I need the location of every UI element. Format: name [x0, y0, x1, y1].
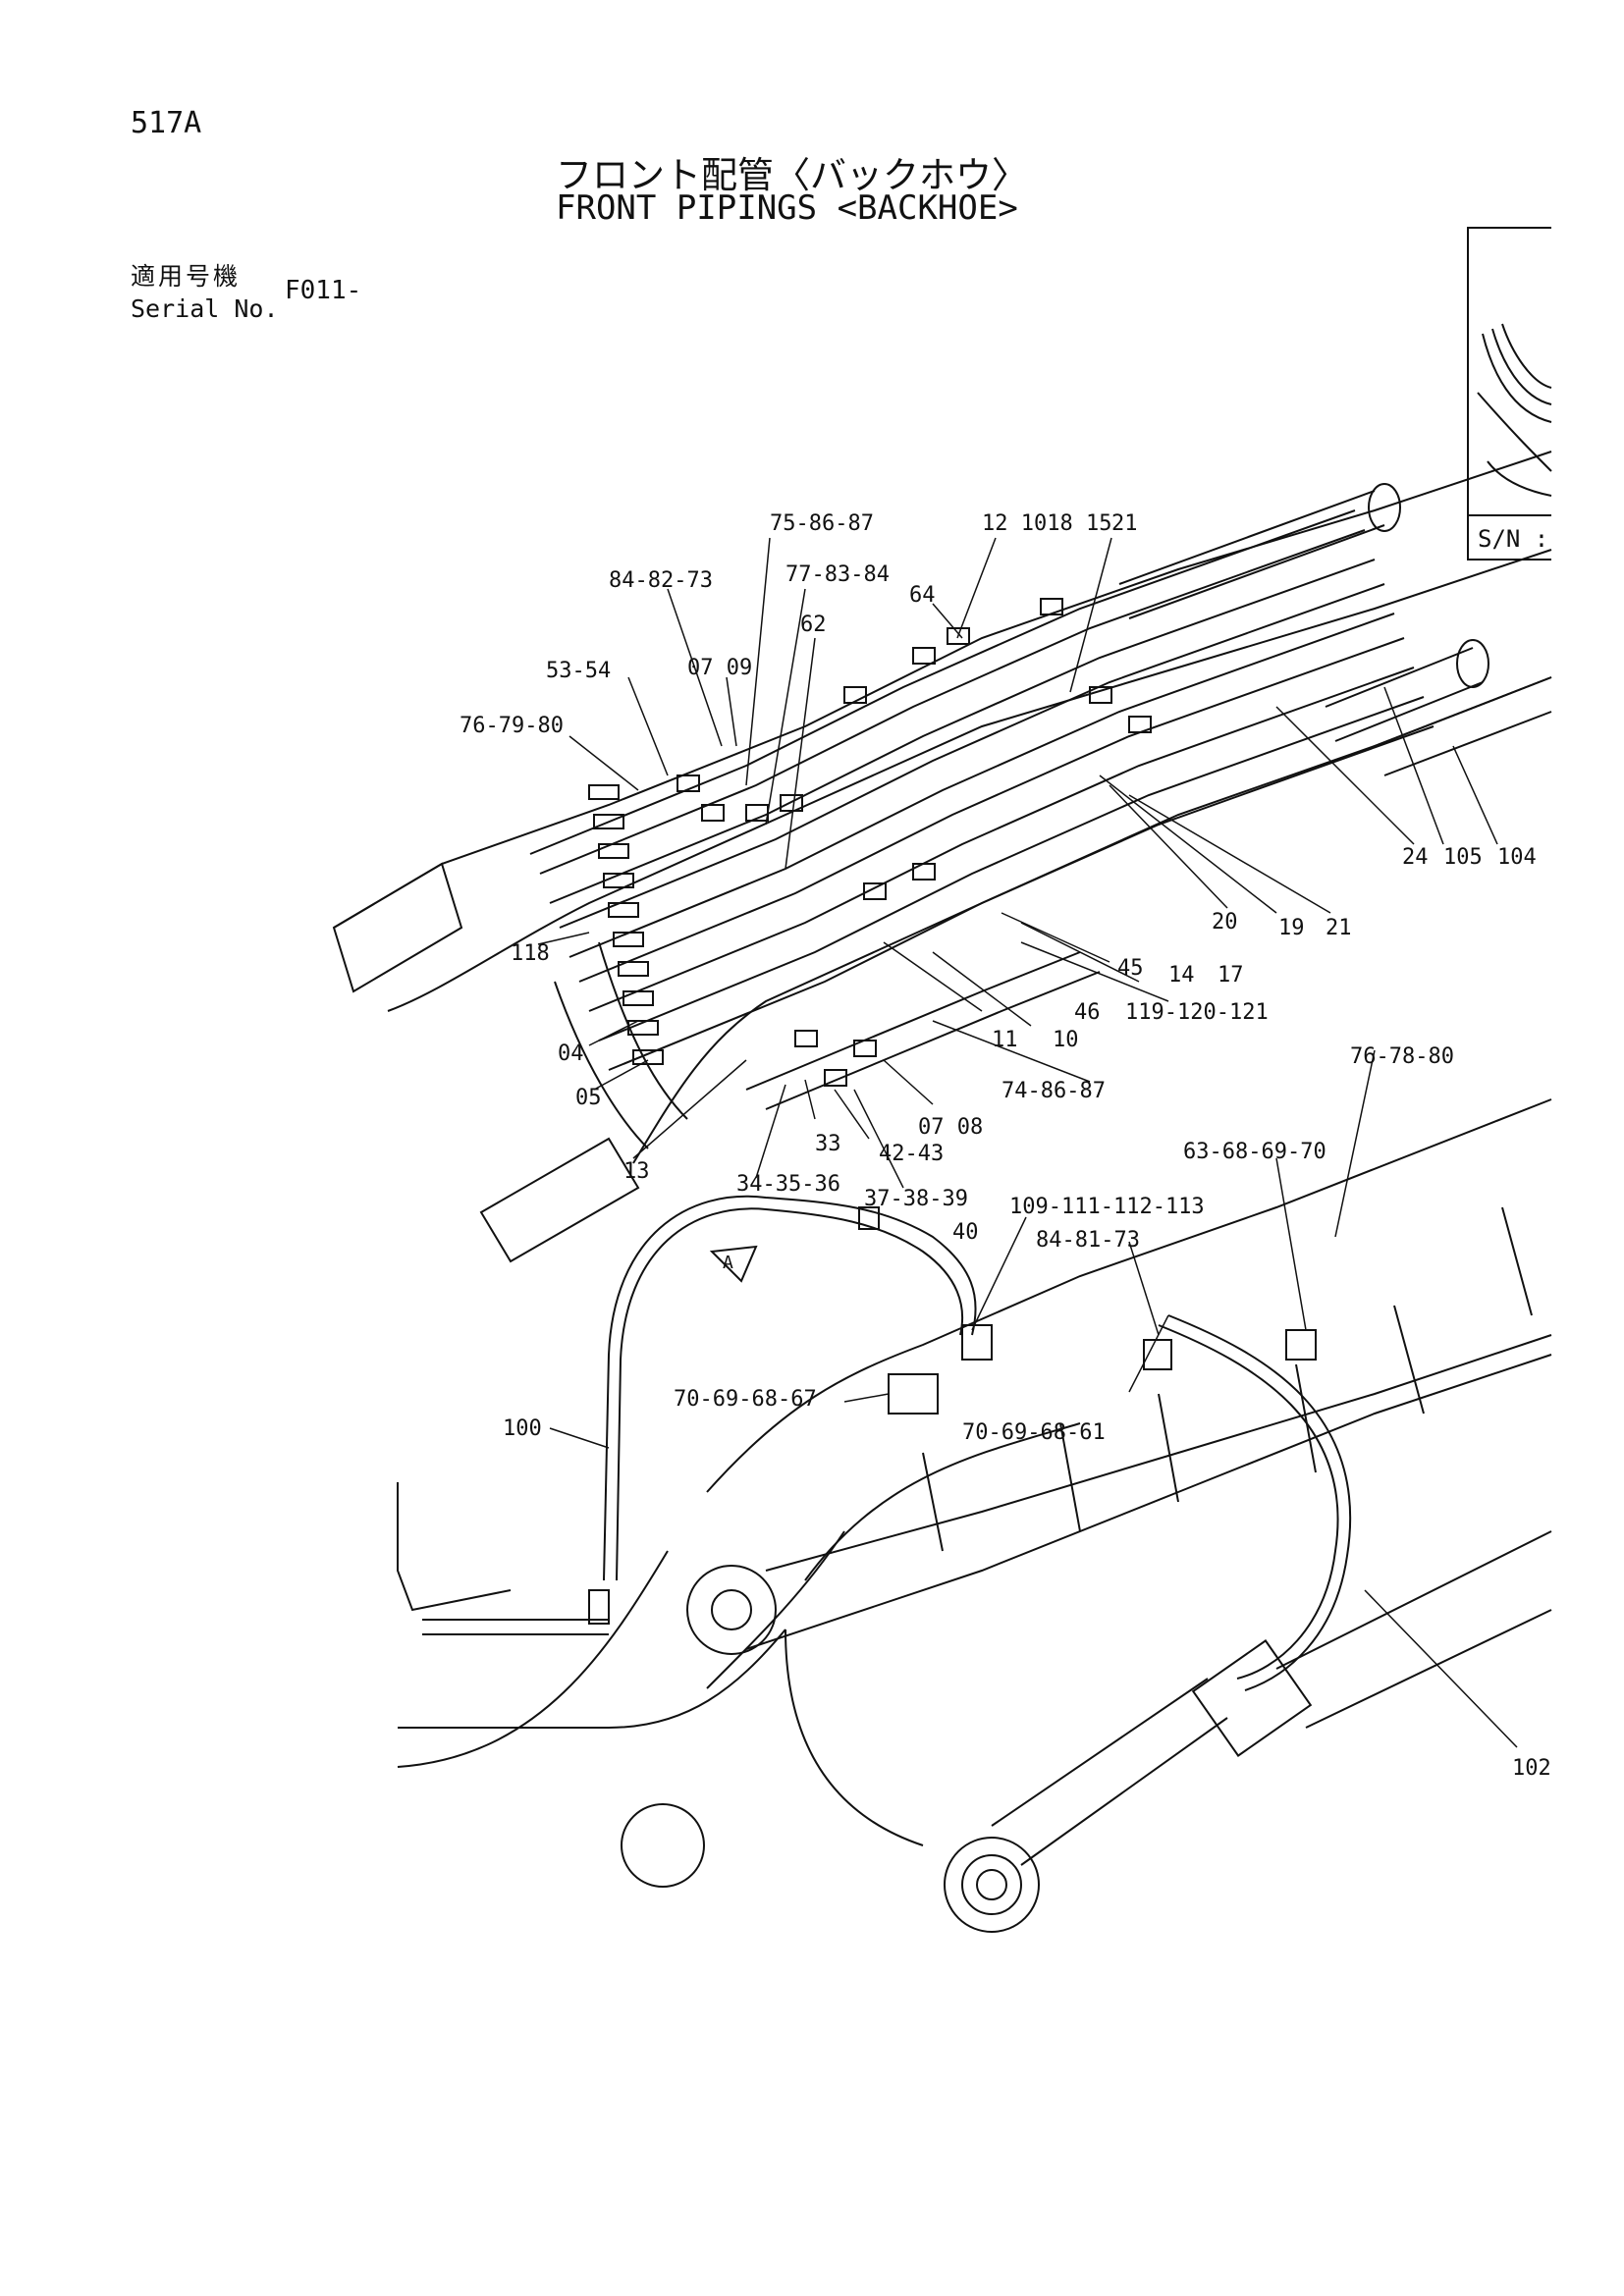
callout-70-69-68-67: 70-69-68-67: [674, 1387, 817, 1412]
pipe-clamps: [677, 598, 1152, 1087]
cylinder-upper: [1118, 483, 1552, 776]
callout-70-69-68-61: 70-69-68-61: [962, 1420, 1106, 1445]
callout-view-a: A: [723, 1253, 733, 1273]
callout-119-120-121: 119-120-121: [1125, 1000, 1269, 1025]
callout-34-35-36: 34-35-36: [736, 1172, 840, 1197]
arm-structure: [332, 451, 1552, 1263]
callout-74-86-87: 74-86-87: [1001, 1079, 1106, 1103]
callout-14: 14: [1168, 963, 1195, 988]
callout-64: 64: [909, 583, 936, 608]
callout-37-38-39: 37-38-39: [864, 1187, 968, 1211]
callout-77-83-84: 77-83-84: [785, 562, 890, 587]
callout-109-111-112-113: 109-111-112-113: [1009, 1195, 1205, 1219]
page-title-japanese: フロント配管〈バックホウ〉: [556, 154, 1028, 196]
callout-17: 17: [1218, 963, 1244, 988]
callout-76-79-80: 76-79-80: [460, 714, 564, 738]
callout-33: 33: [815, 1132, 841, 1156]
serial-label-japanese: 適用号機: [131, 262, 242, 291]
callout-12-10-18-15: 12 1018 15: [982, 511, 1111, 536]
callout-24: 24: [1402, 845, 1429, 870]
pipe-end-fittings: [588, 784, 664, 1065]
callout-76-78-80: 76-78-80: [1350, 1044, 1454, 1069]
page-title-english: FRONT PIPINGS <BACKHOE>: [556, 188, 1018, 228]
callout-21-right: 21: [1326, 916, 1352, 940]
boom-cylinder: [991, 1530, 1552, 1866]
callout-05: 05: [575, 1086, 602, 1110]
callout-10: 10: [1053, 1028, 1079, 1052]
leader-lines: [537, 537, 1518, 1748]
callout-42-43: 42-43: [879, 1142, 944, 1166]
callout-45: 45: [1117, 956, 1144, 981]
view-a-marker: [709, 1245, 758, 1283]
pipe-bundle: [529, 509, 1435, 1110]
serial-number-value: F011-: [285, 276, 362, 305]
callout-04: 04: [558, 1041, 584, 1066]
callout-63-68-69-70: 63-68-69-70: [1183, 1140, 1326, 1164]
pin-bosses: [621, 1565, 1040, 1933]
callout-13: 13: [623, 1159, 650, 1184]
callout-84-82-73: 84-82-73: [609, 568, 713, 593]
callout-20: 20: [1212, 910, 1238, 934]
callout-84-81-73: 84-81-73: [1036, 1228, 1140, 1253]
page-number: 517A: [131, 106, 202, 140]
callout-19: 19: [1278, 916, 1305, 940]
callout-07-08: 07 08: [918, 1115, 983, 1140]
callout-46: 46: [1074, 1000, 1101, 1025]
valve-blocks: [588, 1206, 1317, 1625]
callout-labels: 75-86-87 12 1018 15 21 84-82-73 77-83-84…: [460, 511, 1551, 1781]
inset-detail-box: [1467, 227, 1552, 561]
callout-75-86-87: 75-86-87: [770, 511, 874, 536]
callout-40: 40: [952, 1220, 979, 1245]
callout-104: 104: [1497, 845, 1537, 870]
callout-100: 100: [503, 1416, 542, 1441]
callout-11: 11: [992, 1028, 1018, 1052]
callout-21-top: 21: [1111, 511, 1138, 536]
callout-105: 105: [1443, 845, 1483, 870]
callout-102: 102: [1512, 1756, 1551, 1781]
callout-118: 118: [511, 941, 550, 966]
serial-label-english: Serial No.: [131, 294, 279, 323]
callout-53-54: 53-54: [546, 659, 611, 683]
callout-62: 62: [800, 613, 827, 637]
boom-structure: [397, 1098, 1552, 1846]
hoses: [422, 1195, 1352, 1691]
callout-07-09: 07 09: [687, 656, 752, 680]
inset-serial-label: S/N :: [1478, 525, 1549, 553]
